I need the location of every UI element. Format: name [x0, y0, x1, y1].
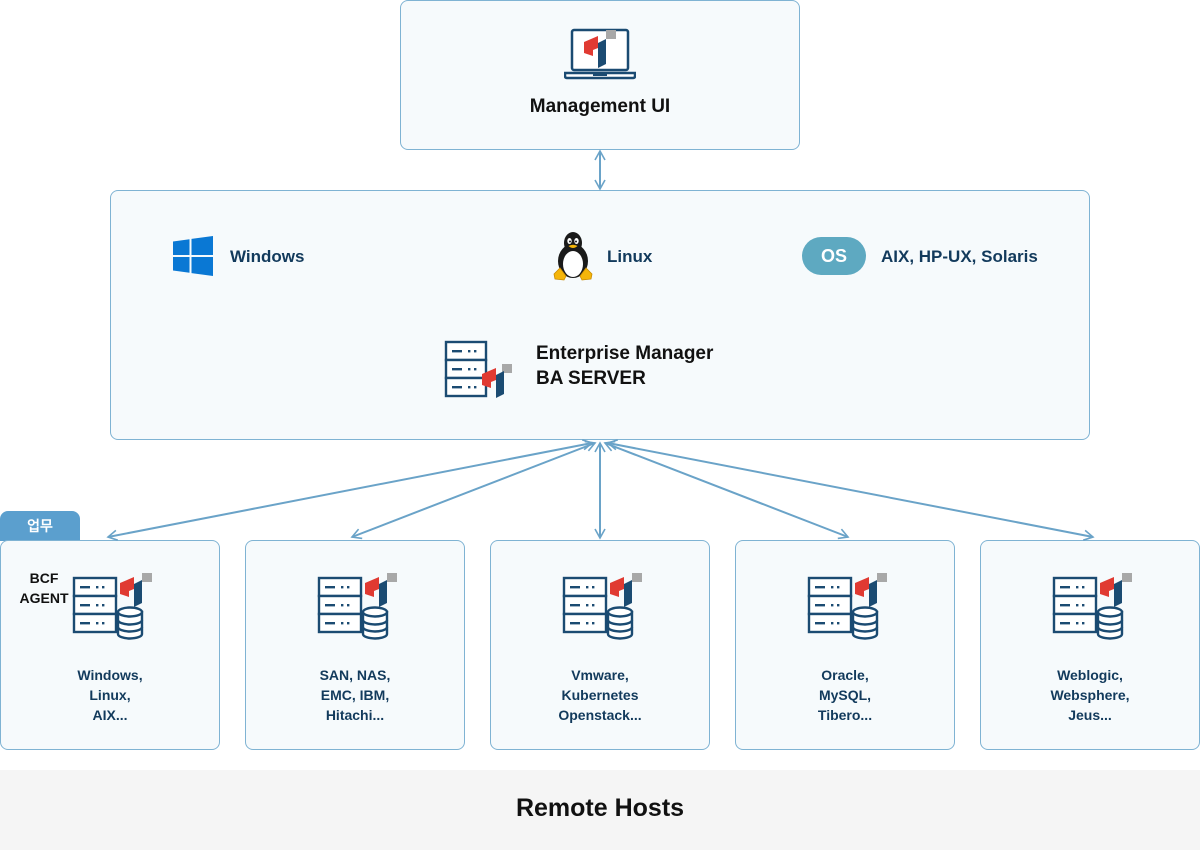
host-box-os: [0, 540, 220, 750]
host-label-line: Oracle,: [821, 667, 869, 683]
unix-os-label: AIX, HP-UX, Solaris: [881, 247, 1038, 266]
host-box-virtualization: [490, 540, 710, 750]
host-label-line: MySQL,: [818, 687, 872, 703]
host-label-line: Kubernetes: [561, 687, 639, 703]
host-label-line: Openstack...: [558, 707, 642, 723]
host-label-line: Vmware,: [571, 667, 629, 683]
linux-label: Linux: [607, 247, 653, 266]
windows-label: Windows: [230, 247, 305, 266]
host-label-database: Oracle, MySQL, Tibero...: [735, 665, 955, 725]
host-label-line: SAN, NAS,: [319, 667, 391, 683]
ba-server-name-line1: Enterprise Manager: [536, 343, 714, 364]
agent-line1: BCF: [29, 570, 59, 586]
host-label-os: Windows, Linux, AIX...: [0, 665, 220, 725]
arrow-host-5: [606, 439, 1095, 541]
host-label-storage: SAN, NAS, EMC, IBM, Hitachi...: [245, 665, 465, 725]
host-label-middleware: Weblogic, Websphere, Jeus...: [980, 665, 1200, 725]
arrow-host-2: [350, 440, 597, 540]
remote-hosts-label: Remote Hosts: [515, 794, 685, 822]
os-badge: OS: [802, 237, 866, 275]
tux-penguin-icon: [553, 232, 593, 281]
host-box-middleware: [980, 540, 1200, 750]
windows-logo-icon: [173, 236, 213, 276]
host-label-line: Websphere,: [1050, 687, 1130, 703]
host-label-line: Tibero...: [817, 707, 873, 723]
host-label-line: Hitachi...: [325, 707, 385, 723]
business-tab[interactable]: 업무: [0, 511, 80, 541]
host-box-storage: [245, 540, 465, 750]
remote-hosts-footer: [0, 770, 1200, 850]
ba-server-box: [110, 190, 1090, 440]
host-label-line: AIX...: [92, 707, 128, 723]
server-rack-icon: [444, 340, 512, 398]
host-label-line: Jeus...: [1068, 707, 1112, 723]
bcf-agent-label: BCF AGENT: [14, 568, 74, 608]
host-label-line: Windows,: [77, 667, 143, 683]
agent-line2: AGENT: [19, 590, 69, 606]
host-box-database: [735, 540, 955, 750]
host-label-virtualization: Vmware, Kubernetes Openstack...: [490, 665, 710, 725]
arrow-host-4: [603, 440, 850, 540]
management-ui-label: Management UI: [529, 96, 671, 117]
host-label-line: EMC, IBM,: [320, 687, 390, 703]
ba-server-name-line2: BA SERVER: [536, 368, 646, 389]
ba-server-label: Enterprise Manager BA SERVER: [536, 341, 713, 391]
laptop-icon: [564, 28, 636, 80]
arrow-host-1: [106, 439, 594, 541]
host-label-line: Linux,: [89, 687, 131, 703]
host-label-line: Weblogic,: [1057, 667, 1123, 683]
